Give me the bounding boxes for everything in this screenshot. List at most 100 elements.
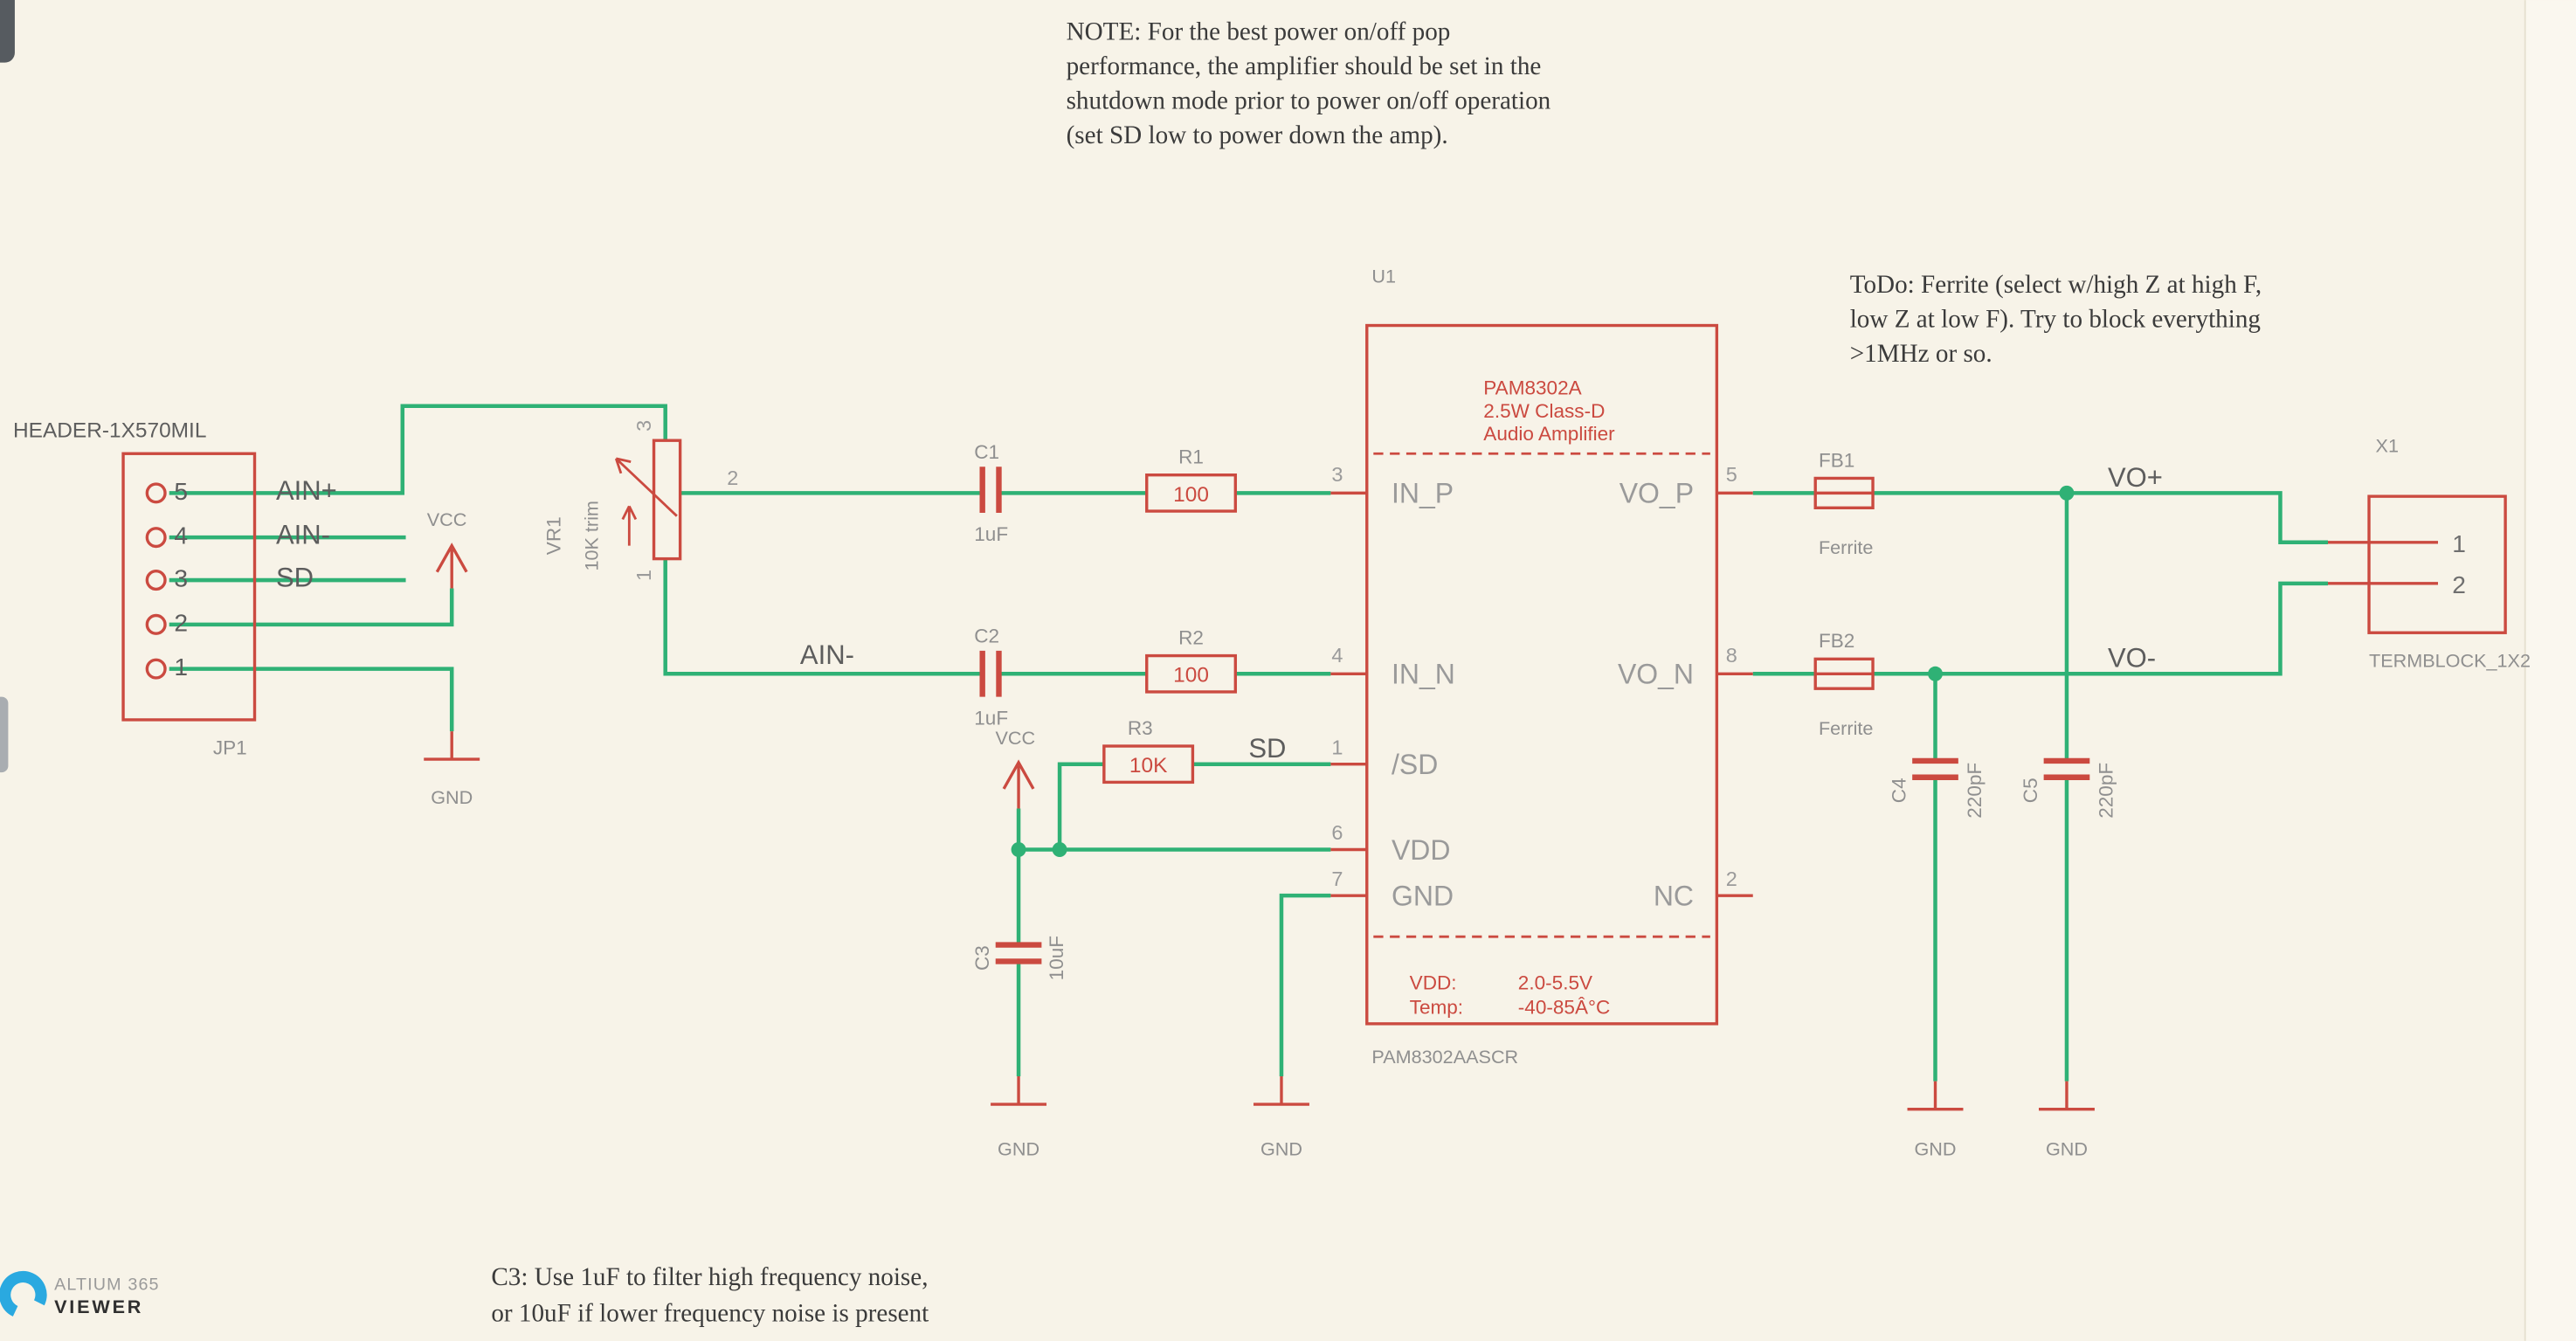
power-port-gnd-2[interactable]: GND <box>991 1076 1047 1159</box>
wire-ain-plus[interactable] <box>169 404 667 495</box>
vr1-trim-arrow[interactable] <box>621 505 638 546</box>
pin-number: 4 <box>1331 644 1343 667</box>
component-r1[interactable]: 100 R1 <box>1145 446 1238 513</box>
power-port-gnd-4[interactable]: GND <box>1907 1081 1964 1160</box>
c2-plates[interactable] <box>979 650 1002 697</box>
u1-part-number: PAM8302AASCR <box>1371 1046 1518 1068</box>
x1-inner-pins[interactable] <box>2369 541 2439 585</box>
wire-ain-minus-c2[interactable] <box>663 558 981 676</box>
vcc-arrow-head[interactable] <box>1002 759 1035 790</box>
gnd-label: GND <box>1914 1137 1956 1159</box>
junction-dot[interactable] <box>1928 666 1943 681</box>
gnd-symbol[interactable] <box>991 1076 1047 1106</box>
connector-jp1[interactable]: HEADER-1X570MIL 5 4 3 2 1 JP1 <box>13 418 257 758</box>
vr1-value: 10K trim <box>581 501 603 570</box>
x1-designator: X1 <box>2376 434 2399 456</box>
wire-vo-plus[interactable] <box>1873 491 2329 545</box>
component-c2[interactable]: C2 1uF <box>974 626 1008 729</box>
r1-designator: R1 <box>1178 446 1204 468</box>
c4-plates[interactable] <box>1912 757 1958 780</box>
component-r2[interactable]: 100 R2 <box>1145 626 1238 694</box>
x1-body[interactable] <box>2367 494 2507 634</box>
r2-body[interactable] <box>1145 653 1238 694</box>
power-port-gnd-1[interactable]: GND <box>424 731 480 808</box>
x1-pin-stubs[interactable] <box>2328 541 2370 585</box>
r1-body[interactable] <box>1145 473 1238 513</box>
pin-number: 5 <box>174 477 188 505</box>
wire-gnd7[interactable] <box>1279 893 1331 1077</box>
c1-plates[interactable] <box>979 467 1002 513</box>
r3-body[interactable] <box>1102 744 1195 785</box>
gnd-symbol[interactable] <box>1907 1081 1964 1111</box>
wire-vo-minus[interactable] <box>1873 581 2329 676</box>
net-label-ain-minus-2: AIN- <box>800 639 854 670</box>
pin-number: 8 <box>1726 644 1737 667</box>
collapsed-panel-handle-top[interactable] <box>0 0 15 63</box>
pin-circle[interactable] <box>145 570 167 591</box>
junction-dot[interactable] <box>2059 485 2075 501</box>
sheet-margin <box>2524 0 2576 1341</box>
gnd-symbol[interactable] <box>1253 1076 1309 1106</box>
power-port-gnd-3[interactable]: GND <box>1253 1076 1309 1159</box>
junction-dot[interactable] <box>1052 842 1067 857</box>
component-c4[interactable]: C4 220pF <box>1889 757 1986 819</box>
pin-circle[interactable] <box>145 527 167 549</box>
vr1-wiper-arrow[interactable] <box>614 457 678 517</box>
pin-number: 1 <box>632 570 655 581</box>
wire-gnd-header[interactable] <box>169 667 454 732</box>
gnd-symbol[interactable] <box>2038 1081 2095 1111</box>
pin-circle[interactable] <box>145 482 167 504</box>
power-port-vcc-1[interactable]: VCC <box>427 508 468 589</box>
note-line: performance, the amplifier should be set… <box>1067 52 1542 80</box>
pin-circle[interactable] <box>145 658 167 680</box>
u1-left-pin-stubs[interactable] <box>1330 491 1367 897</box>
connector-library-label: HEADER-1X570MIL <box>13 418 206 442</box>
fb1-value: Ferrite <box>1819 536 1873 558</box>
component-c1[interactable]: C1 1uF <box>974 441 1008 545</box>
gnd-label: GND <box>998 1137 1039 1159</box>
u1-right-pin-stubs[interactable] <box>1716 491 1753 897</box>
wire-vcc-header[interactable] <box>169 588 454 627</box>
vcc-arrow-head[interactable] <box>435 543 468 573</box>
viewer-brand-label: ALTIUM 365 <box>54 1275 160 1295</box>
fb2-designator: FB2 <box>1819 630 1854 652</box>
note-line: shutdown mode prior to power on/off oper… <box>1067 86 1551 114</box>
gnd-symbol[interactable] <box>424 731 480 761</box>
power-port-vcc-2[interactable]: VCC <box>995 727 1035 809</box>
component-vr1[interactable]: 3 1 2 VR1 10K trim <box>542 420 738 581</box>
note-ferrite-todo: ToDo: Ferrite (select w/high Z at high F… <box>1850 271 2262 368</box>
connector-body[interactable] <box>121 452 257 722</box>
pin-number: 2 <box>1726 868 1737 890</box>
pin-number: 4 <box>174 522 188 550</box>
pin-number: 2 <box>174 608 188 636</box>
wire-r3-vdd[interactable] <box>1057 762 1104 850</box>
connector-designator: JP1 <box>213 736 247 758</box>
component-fb2[interactable]: FB2 Ferrite <box>1813 630 1875 739</box>
note-line: low Z at low F). Try to block everything <box>1850 305 2262 333</box>
c5-value: 220pF <box>2096 763 2117 819</box>
component-fb1[interactable]: FB1 Ferrite <box>1813 449 1875 558</box>
wires[interactable] <box>169 404 2329 1082</box>
c5-designator: C5 <box>2020 778 2041 803</box>
pin-circle[interactable] <box>145 613 167 635</box>
x1-library-label: TERMBLOCK_1X2 <box>2369 650 2531 672</box>
c3-designator: C3 <box>971 945 993 971</box>
power-port-gnd-5[interactable]: GND <box>2038 1081 2095 1160</box>
component-u1[interactable]: U1 PAM8302A 2.5W Class-D Audio Amplifier… <box>1330 266 1753 1068</box>
viewer-product-label: VIEWER <box>54 1296 143 1317</box>
junction-dot[interactable] <box>1011 842 1026 857</box>
component-c3[interactable]: C3 10uF <box>971 936 1067 980</box>
component-x1[interactable]: X1 1 2 TERMBLOCK_1X2 <box>2328 434 2531 672</box>
note-line: or 10uF if lower frequency noise is pres… <box>491 1299 929 1327</box>
collapsed-panel-handle-mid[interactable] <box>0 696 9 773</box>
altium-logo-icon <box>0 1270 47 1319</box>
c5-plates[interactable] <box>2043 757 2090 780</box>
vcc-label: VCC <box>427 508 467 530</box>
pin-name: NC <box>1654 880 1694 911</box>
component-r3[interactable]: 10K R3 <box>1102 717 1195 785</box>
component-c5[interactable]: C5 220pF <box>2020 757 2117 819</box>
c4-value: 220pF <box>1964 763 1986 819</box>
vr1-body[interactable] <box>652 439 682 561</box>
c3-plates[interactable] <box>995 942 1042 964</box>
